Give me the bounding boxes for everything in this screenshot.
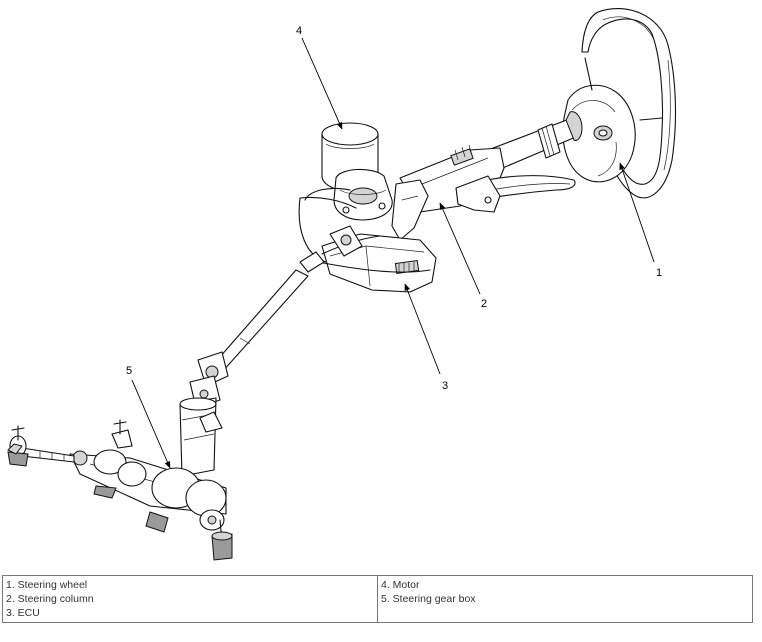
- legend-item: 3. ECU: [6, 607, 40, 619]
- legend-row: 1. Steering wheel 2. Steering column 3. …: [2, 575, 753, 623]
- callout-2: 2: [439, 202, 487, 310]
- motor: [321, 122, 393, 221]
- steering-gear-box: [7, 397, 233, 561]
- legend-left-column: 1. Steering wheel 2. Steering column 3. …: [2, 575, 378, 623]
- callout-number: 2: [481, 298, 487, 310]
- callout-number: 4: [296, 25, 302, 37]
- parts-legend-table: 1. Steering wheel 2. Steering column 3. …: [2, 575, 753, 623]
- callout-number: 1: [656, 267, 662, 279]
- legend-right-column: 4. Motor 5. Steering gear box: [377, 575, 753, 623]
- legend-item: 2. Steering column: [6, 593, 94, 605]
- callout-5: 5: [126, 365, 171, 469]
- steering-system-diagram: 1 2 3 4 5: [7, 8, 677, 561]
- callout-number: 5: [126, 365, 132, 377]
- legend-item: 5. Steering gear box: [381, 593, 476, 605]
- callout-4: 4: [296, 25, 343, 130]
- callout-1: 1: [619, 162, 662, 279]
- steering-column: [391, 111, 583, 241]
- callout-number: 3: [442, 380, 448, 392]
- legend-item: 4. Motor: [381, 579, 420, 591]
- callout-3: 3: [404, 283, 448, 392]
- steering-wheel: [562, 8, 677, 199]
- legend-item: 1. Steering wheel: [6, 579, 88, 591]
